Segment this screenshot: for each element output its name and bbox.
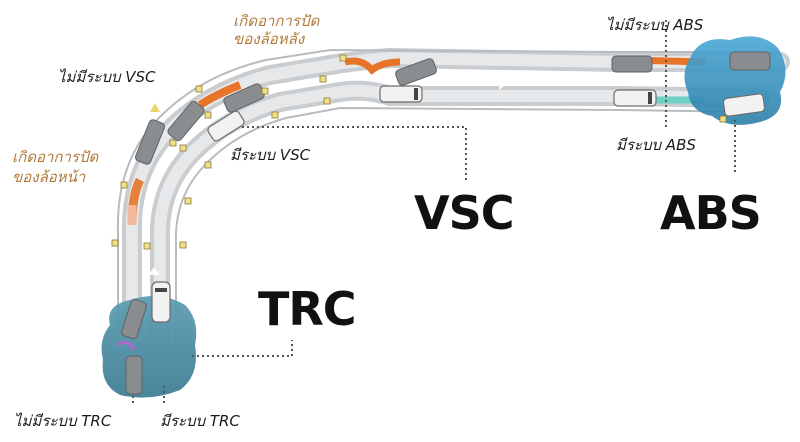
label-front-wheel-skid-line1: เกิดอาการปัด — [12, 148, 99, 166]
system-title-vsc: VSC — [414, 186, 514, 240]
system-title-trc: TRC — [258, 282, 357, 336]
system-title-abs: ABS — [660, 186, 762, 240]
label-with-abs: มีระบบ ABS — [616, 136, 696, 154]
label-with-vsc: มีระบบ VSC — [230, 146, 311, 164]
water-puddle-trc — [101, 296, 197, 398]
cars-without-system — [121, 51, 771, 395]
label-front-wheel-skid-line2: ของล้อหน้า — [12, 168, 86, 186]
label-with-trc: มีระบบ TRC — [160, 412, 240, 430]
road-markers — [111, 54, 727, 250]
label-rear-wheel-skid-line2: ของล้อหลัง — [233, 30, 305, 48]
label-without-abs: ไม่มีระบบ ABS — [606, 16, 704, 34]
leader-lines — [132, 20, 736, 406]
label-without-trc: ไม่มีระบบ TRC — [14, 412, 112, 430]
motion-arrow — [148, 74, 509, 275]
lane-border-right — [174, 106, 761, 340]
warning-triangle — [150, 103, 160, 112]
label-rear-wheel-skid-line1: เกิดอาการปัด — [233, 12, 320, 30]
label-without-vsc: ไม่มีระบบ VSC — [58, 68, 156, 86]
car-windows — [155, 88, 652, 292]
